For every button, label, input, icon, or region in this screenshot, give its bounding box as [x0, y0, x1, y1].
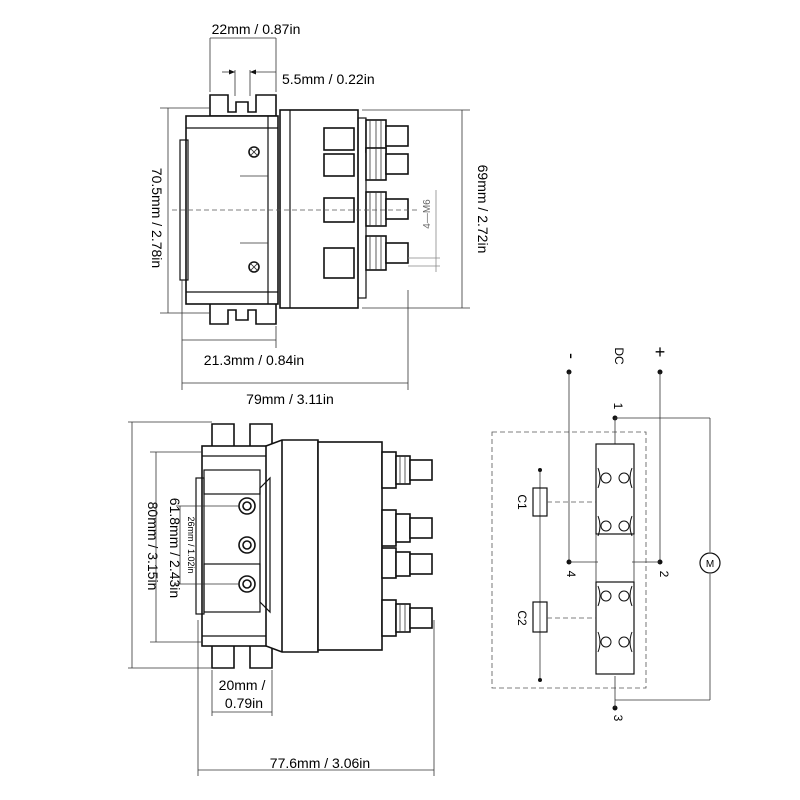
pin-1: 1	[611, 403, 625, 410]
thread-label: 4—M6	[422, 199, 433, 229]
coil-2-label: C2	[515, 610, 529, 626]
dim-tab-b: 0.79in	[225, 695, 263, 711]
dim-tab-width: 22mm / 0.87in	[212, 21, 301, 37]
side-view: 80mm / 3.15in 61.8mm / 2.43in 26mm / 1.0…	[128, 421, 435, 776]
dim-height-mid: 61.8mm / 2.43in	[167, 498, 183, 598]
dim-pitch: 26mm / 1.02in	[186, 516, 196, 573]
coil-1-label: C1	[515, 494, 529, 510]
dim-height-outer: 80mm / 3.15in	[145, 502, 161, 591]
dc-label: DC	[612, 347, 626, 365]
terminal-group-top	[323, 119, 409, 279]
dim-tab-a: 20mm /	[219, 677, 266, 693]
motor-label: M	[706, 559, 714, 570]
dim-height-right: 69mm / 2.72in	[475, 165, 491, 254]
dim-height-left: 70.5mm / 2.78in	[149, 168, 165, 268]
contact-set	[597, 467, 633, 653]
pin-2: 2	[657, 571, 671, 578]
dim-foot-width: 21.3mm / 0.84in	[204, 352, 304, 368]
wiring-schematic: - DC + 1 M 3 4 2	[491, 342, 721, 722]
dim-length: 79mm / 3.11in	[246, 391, 334, 407]
plus-label: +	[655, 342, 666, 362]
dim-slot-width: 5.5mm / 0.22in	[282, 71, 375, 87]
top-view: 22mm / 0.87in 5.5mm / 0.22in	[149, 21, 491, 407]
minus-label: -	[562, 353, 582, 359]
dim-length-side: 77.6mm / 3.06in	[270, 755, 370, 771]
pin-4: 4	[564, 571, 578, 578]
pin-3: 3	[611, 715, 625, 722]
